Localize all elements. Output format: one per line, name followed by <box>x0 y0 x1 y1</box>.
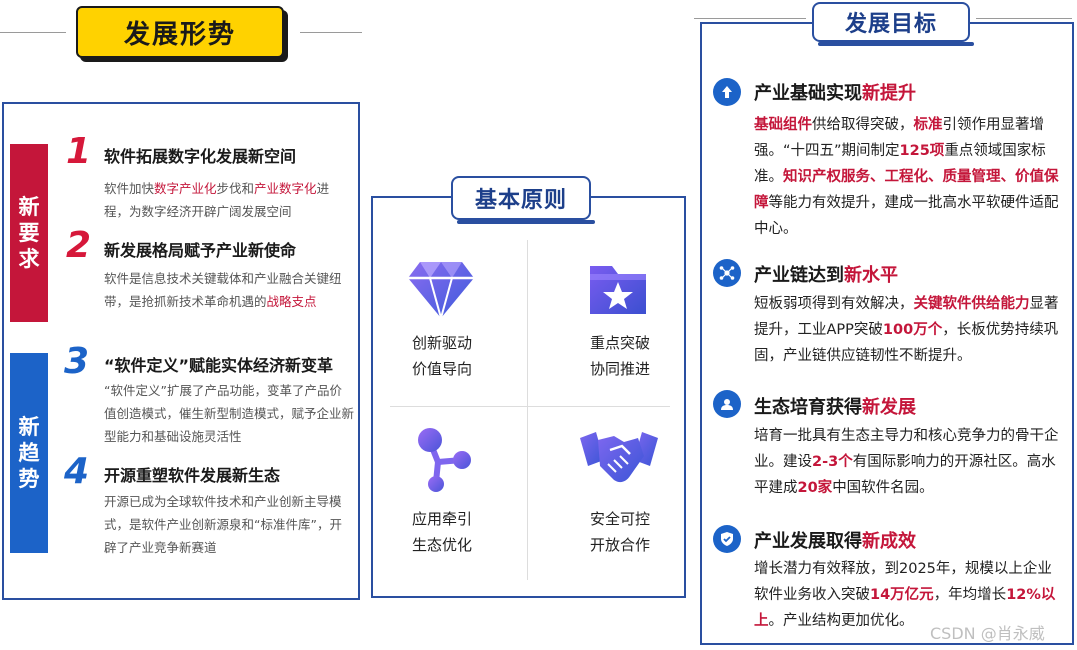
goal-1-body: 基础组件供给取得突破，标准引领作用显著增强。“十四五”期间制定125项重点领域国… <box>754 117 1059 237</box>
arrow-up-icon <box>713 78 741 106</box>
goal-3-heading: 生态培育获得新发展 <box>754 397 916 418</box>
tag-new-requirements: 新要求 <box>10 144 48 322</box>
item-title-4: 开源重塑软件发展新生态 <box>104 466 281 485</box>
item-desc-4: 开源已成为全球软件技术和产业创新主导模式，是软件产业创新源泉和“标准件库”，开辟… <box>104 494 342 555</box>
folder-star-icon <box>590 266 646 314</box>
tag-new-trends: 新趋势 <box>10 353 48 553</box>
ecosystem-icon <box>713 390 741 418</box>
item-desc-3: “软件定义”扩展了产品功能，变革了产品价值创造模式，催生新型制造模式，赋予企业新… <box>104 383 355 444</box>
principles-divider-vertical <box>527 240 528 580</box>
principle-3-label: 应用牵引生态优化 <box>411 510 472 554</box>
goal-4-body: 增长潜力有效释放，到2025年，规模以上企业软件业务收入突破14万亿元，年均增长… <box>754 561 1056 629</box>
goal-2-body: 短板弱项得到有效解决，关键软件供给能力显著提升，工业APP突破100万个，长板优… <box>754 296 1059 364</box>
principle-1-label: 创新驱动价值导向 <box>411 334 472 378</box>
section-title-situation: 发展形势 <box>76 6 284 58</box>
item-title-2: 新发展格局赋予产业新使命 <box>104 241 297 260</box>
principle-2-label: 重点突破协同推进 <box>589 334 650 378</box>
goal-2-heading: 产业链达到新水平 <box>754 265 898 286</box>
item-desc-1: 软件加快数字产业化步伐和产业数字化进程，为数字经济开辟广阔发展空间 <box>104 181 330 219</box>
item-desc-2: 软件是信息技术关键载体和产业融合关键纽带，是抢抓新技术革命机遇的战略支点 <box>104 271 342 309</box>
item-number-3: 3 <box>64 341 90 382</box>
shield-check-icon <box>713 525 741 553</box>
item-number-1: 1 <box>66 131 92 172</box>
item-number-4: 4 <box>64 451 90 492</box>
diamond-icon <box>408 262 474 322</box>
goals-panel <box>700 22 1074 645</box>
right-title-line-left <box>694 18 806 19</box>
principles-divider-horizontal <box>390 406 670 407</box>
goal-3-body: 培育一批具有生态主导力和核心竞争力的骨干企业。建设2-3个有国际影响力的开源社区… <box>754 428 1059 496</box>
left-title-line-right <box>300 32 362 33</box>
situation-panel <box>2 102 360 600</box>
right-title-line-right <box>976 18 1072 19</box>
item-title-3: “软件定义”赋能实体经济新变革 <box>104 356 334 375</box>
goal-4-heading: 产业发展取得新成效 <box>754 531 916 552</box>
handshake-icon <box>580 432 658 483</box>
left-title-line-left <box>0 32 66 33</box>
principle-4-label: 安全可控开放合作 <box>589 510 650 554</box>
item-title-1: 软件拓展数字化发展新空间 <box>104 147 297 166</box>
section-title-principles: 基本原则 <box>451 176 595 224</box>
network-nodes-icon <box>418 428 471 492</box>
goal-1-heading: 产业基础实现新提升 <box>754 83 916 104</box>
chain-icon <box>713 259 741 287</box>
item-number-2: 2 <box>66 225 92 266</box>
watermark: CSDN @肖永威 <box>930 624 1045 643</box>
section-title-goals: 发展目标 <box>812 2 974 46</box>
